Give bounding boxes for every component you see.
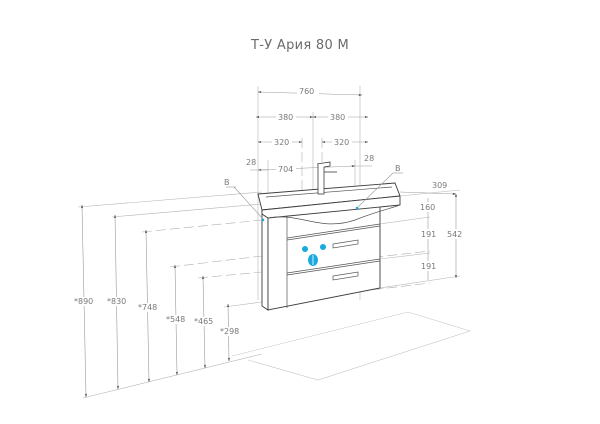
height-830: *830 <box>107 297 126 306</box>
drawer-handle-bottom <box>332 271 359 281</box>
drawer-height-191-a: 191 <box>421 230 436 239</box>
basin <box>257 182 401 225</box>
plumbing-markers <box>302 244 326 266</box>
depth-309: 309 <box>432 181 447 190</box>
water-inlet-marker-left <box>302 246 308 252</box>
drawer-handle-top <box>332 239 359 249</box>
callout-right-b: B <box>355 164 403 210</box>
height-542: 542 <box>447 230 462 239</box>
callout-left-b: B <box>224 178 265 222</box>
floor-plane <box>231 311 472 381</box>
top-dimensions: 760 380 380 320 320 704 28 28 <box>246 86 374 174</box>
side-right-28: 28 <box>364 154 374 163</box>
faucet <box>316 161 337 195</box>
height-465: *465 <box>194 317 213 326</box>
half-width-left-380: 380 <box>278 113 293 122</box>
mount-left-320: 320 <box>274 138 289 147</box>
height-298: *298 <box>220 327 239 336</box>
half-width-right-380: 380 <box>330 113 345 122</box>
water-inlet-marker-right <box>320 244 326 250</box>
drawing-title: Т-У Ария 80 М <box>250 38 350 53</box>
svg-text:B: B <box>395 164 401 173</box>
height-890: *890 <box>74 297 93 306</box>
top-panel-160: 160 <box>420 203 435 212</box>
overall-width-760: 760 <box>299 87 314 96</box>
inner-width-704: 704 <box>278 165 293 174</box>
drawer-height-191-b: 191 <box>421 262 436 271</box>
left-height-labels: *890 *830 *748 *548 *465 *298 <box>72 297 244 336</box>
svg-text:B: B <box>224 178 230 187</box>
right-dimensions: 309 542 160 191 191 <box>379 180 465 289</box>
mount-right-320: 320 <box>334 138 349 147</box>
height-548: *548 <box>166 315 185 324</box>
side-left-28: 28 <box>246 158 256 167</box>
height-748: *748 <box>138 303 157 312</box>
left-height-dimensions <box>80 204 231 398</box>
